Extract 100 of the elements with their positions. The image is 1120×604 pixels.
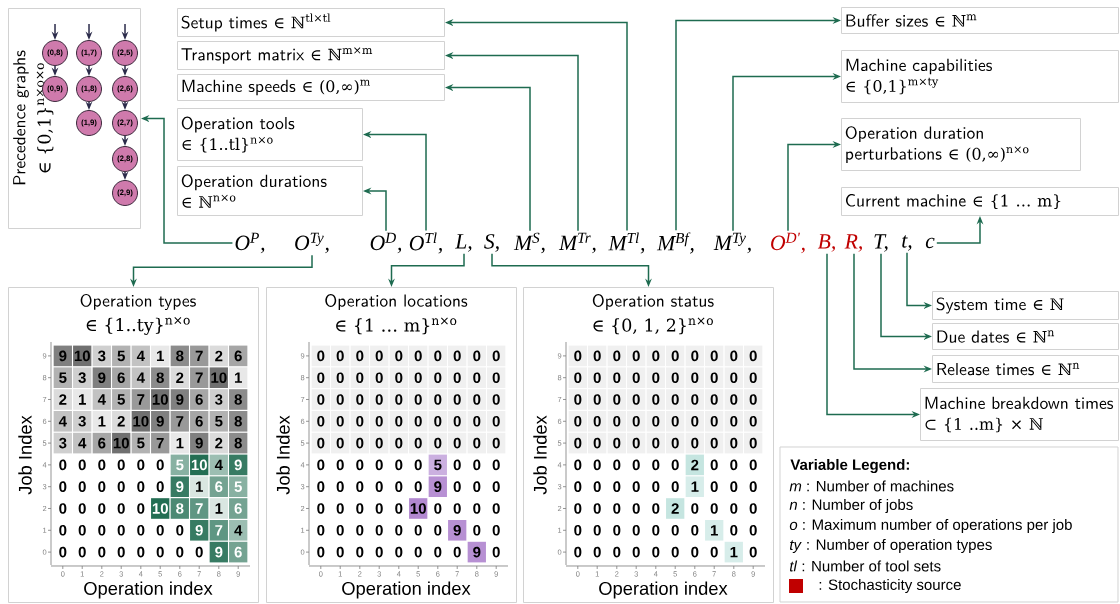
heatmap-cell: 0 [409,432,428,454]
legend-entry: o : Maximum number of operations per job [789,519,1072,533]
heatmap-cell: 0 [568,411,587,432]
variable-box: Machine speeds ∈ (0,∞)$^{m}$ [177,74,445,101]
variable-box: Release times ∈ ℕ$^{n}$ [932,355,1119,383]
heatmap-cell: 0 [78,524,86,536]
heatmap-cell: 0 [724,432,743,454]
heatmap-cell: 8 [151,367,170,388]
heatmap-cell: 0 [311,367,330,388]
heatmap-cell: 0 [395,503,403,514]
heatmap-cell: 2 [170,367,189,388]
heatmap-cell: 9 [467,541,486,563]
heatmap-cell: 0 [331,367,350,388]
heatmap-cell: 0 [632,546,640,558]
heatmap-cell: 1 [73,389,92,410]
axis-title: Operation index [599,581,728,599]
heatmap-cell: 7 [209,520,228,541]
heatmap-cell: 10 [73,345,92,367]
heatmap-cell: 0 [473,481,481,492]
heatmap-cell: 0 [117,503,125,514]
heatmap-cell: 0 [331,411,350,432]
heatmap-cell: 0 [646,389,665,410]
heatmap-cell: 8 [170,345,189,367]
heatmap-cell: 2 [666,498,685,519]
heatmap-cell: 5 [53,367,72,388]
heatmap-cell: 0 [646,411,665,432]
heatmap-cell: 0 [395,459,403,471]
heatmap-cell: 0 [593,546,601,558]
variable-symbol: M$^{Tr}$, [558,232,596,254]
heatmap-cell: 0 [336,546,344,558]
heatmap-cell: 2 [209,432,228,454]
heatmap-cell: 0 [487,345,506,367]
heatmap-cell: 0 [311,389,330,410]
heatmap-cell: 10 [112,432,131,454]
heatmap-cell: 0 [336,459,344,471]
heatmap-cell: 0 [370,432,389,454]
heatmap-cell: 0 [317,546,325,558]
variable-box: Buffer sizes ∈ ℕ$^{m}$ [841,7,1119,34]
heatmap-cell: 0 [671,546,679,558]
heatmap-cell: 0 [137,459,145,471]
heatmap-cell: 0 [705,367,724,388]
variable-box: Operation duration perturbations ∈ (0,∞)$^{n×o}$ [841,118,1081,171]
legend-entry: m : Number of machines [789,480,954,492]
heatmap-cell: 0 [98,503,106,514]
heatmap-cell: 6 [229,345,248,367]
variable-box: Machine capabilities ∈ {0,1}$^{m×ty}$ [841,50,1119,103]
heatmap-cell: 0 [428,345,447,367]
heatmap-cell: 9 [151,411,170,432]
heatmap-cell: 0 [473,503,481,514]
heatmap-cell: 0 [370,367,389,388]
heatmap-cell: 0 [453,481,461,492]
heatmap-cell: 0 [646,367,665,388]
heatmap-cell: 6 [209,476,228,497]
heatmap-cell: 0 [78,459,86,471]
heatmap-cell: 0 [409,345,428,367]
heatmap-cell: 0 [652,546,660,558]
heatmap-cell: 0 [98,481,106,492]
heatmap-cell: 0 [588,345,607,367]
heatmap-cell: 0 [646,432,665,454]
heatmap-cell: 0 [356,459,364,471]
legend-heading: Variable Legend: [790,458,909,474]
heatmap-cell: 0 [613,459,621,471]
heatmap-cell: 0 [453,503,461,514]
heatmap-cell: 0 [389,367,408,388]
heatmap-cell: 8 [170,498,189,519]
heatmap-cell: 0 [607,432,626,454]
variable-symbol: c [925,237,935,249]
heatmap-cell: 0 [356,524,364,536]
heatmap-cell: 3 [92,345,111,367]
variable-box: Setup times ∈ ℕ$^{tl×tl}$ [177,8,445,37]
heatmap-cell: 0 [375,546,383,558]
heatmap-cell: 0 [627,389,646,410]
heatmap-cell: 8 [229,432,248,454]
heatmap-cell: 0 [671,481,679,492]
heatmap-cell: 0 [453,546,461,558]
heatmap-cell: 0 [627,411,646,432]
heatmap-cell: 0 [350,432,369,454]
heatmap-cell: 0 [492,524,500,536]
heatmap-cell: 0 [574,503,582,514]
axis-title: Operation index [84,581,213,599]
heatmap-cell: 0 [414,481,422,492]
heatmap-cell: 0 [317,503,325,514]
heatmap-cell: 3 [209,389,228,410]
variable-box: Operation tools ∈ {1..tl}$^{n×o}$ [177,108,363,161]
heatmap-cell: 9 [448,520,467,541]
heatmap-cell: 0 [749,503,757,514]
heatmap-cell: 10 [151,498,170,519]
heatmap-cell: 0 [627,432,646,454]
heatmap-cell: 0 [568,389,587,410]
heatmap-cell: 0 [98,546,106,558]
variable-symbol: R, [844,234,862,252]
legend-entry: ty : Number of operation types [790,539,992,553]
heatmap-cell: 0 [356,546,364,558]
heatmap-cell: 0 [613,524,621,536]
heatmap-cell: 0 [652,524,660,536]
heatmap-cell: 7 [131,389,150,410]
heatmap-cell: 0 [78,546,86,558]
heatmap-cell: 0 [448,367,467,388]
heatmap-cell: 0 [414,459,422,471]
heatmap-cell: 6 [92,432,111,454]
